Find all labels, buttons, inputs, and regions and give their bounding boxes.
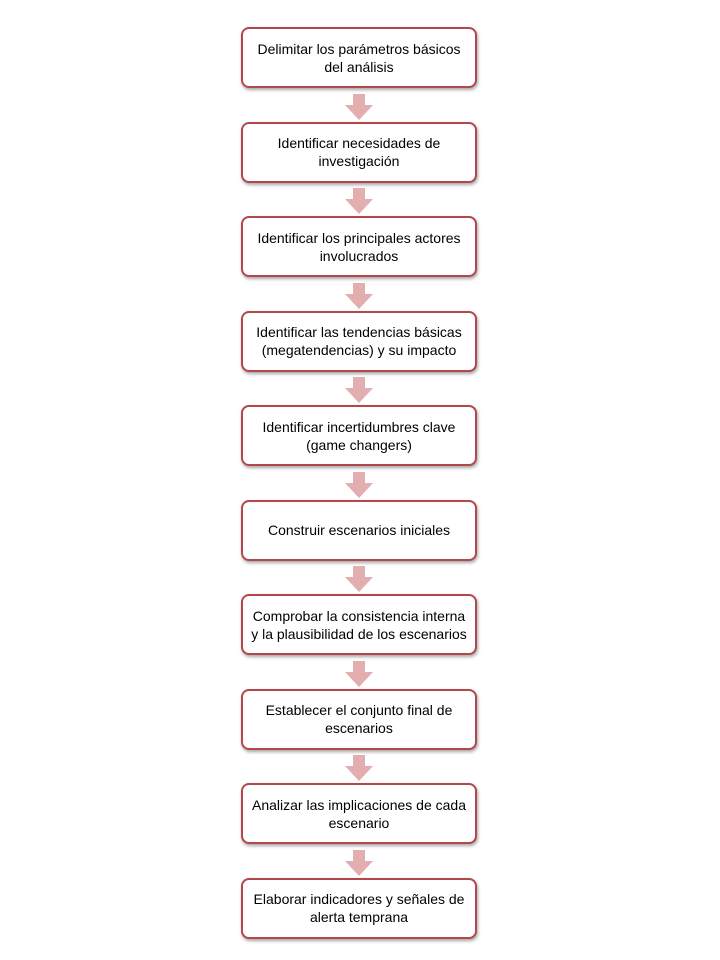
flowchart-step-10: Elaborar indicadores y señales de alerta…	[241, 877, 477, 939]
step-label: Comprobar la consistencia interna y la p…	[251, 607, 467, 642]
flowchart-step-4: Identificar las tendencias básicas (mega…	[241, 310, 477, 372]
flowchart-step-2: Identificar necesidades de investigación	[241, 121, 477, 183]
down-arrow-icon	[345, 471, 373, 498]
step-label: Establecer el conjunto final de escenari…	[265, 702, 453, 736]
down-arrow-icon	[345, 93, 373, 120]
down-arrow-icon	[345, 188, 373, 215]
down-arrow-icon	[345, 660, 373, 687]
flowchart-step-8: Establecer el conjunto final de escenari…	[241, 688, 477, 750]
flowchart-step-5: Identificar incertidumbres clave (game c…	[241, 405, 477, 466]
step-label: Construir escenarios iniciales	[267, 522, 451, 538]
step-label: Identificar incertidumbres clave (game c…	[262, 418, 456, 453]
step-label: Identificar necesidades de investigación	[277, 135, 441, 169]
down-arrow-icon	[345, 849, 373, 876]
flowchart-step-1: Delimitar los parámetros básicos del aná…	[241, 27, 477, 88]
step-label: Analizar las implicaciones de cada escen…	[252, 796, 466, 831]
down-arrow-icon	[345, 755, 373, 782]
flowchart-step-3: Identificar los principales actores invo…	[241, 216, 477, 277]
flowchart-step-9: Analizar las implicaciones de cada escen…	[241, 783, 477, 844]
step-label: Identificar los principales actores invo…	[257, 229, 461, 264]
down-arrow-icon	[345, 282, 373, 309]
step-label: Elaborar indicadores y señales de alerta…	[253, 891, 465, 925]
step-label: Delimitar los parámetros básicos del aná…	[257, 40, 461, 75]
flowchart-step-6: Construir escenarios iniciales	[241, 499, 477, 561]
flowchart-step-7: Comprobar la consistencia interna y la p…	[241, 594, 477, 655]
step-label: Identificar las tendencias básicas (mega…	[256, 324, 462, 358]
down-arrow-icon	[345, 377, 373, 404]
down-arrow-icon	[345, 566, 373, 593]
